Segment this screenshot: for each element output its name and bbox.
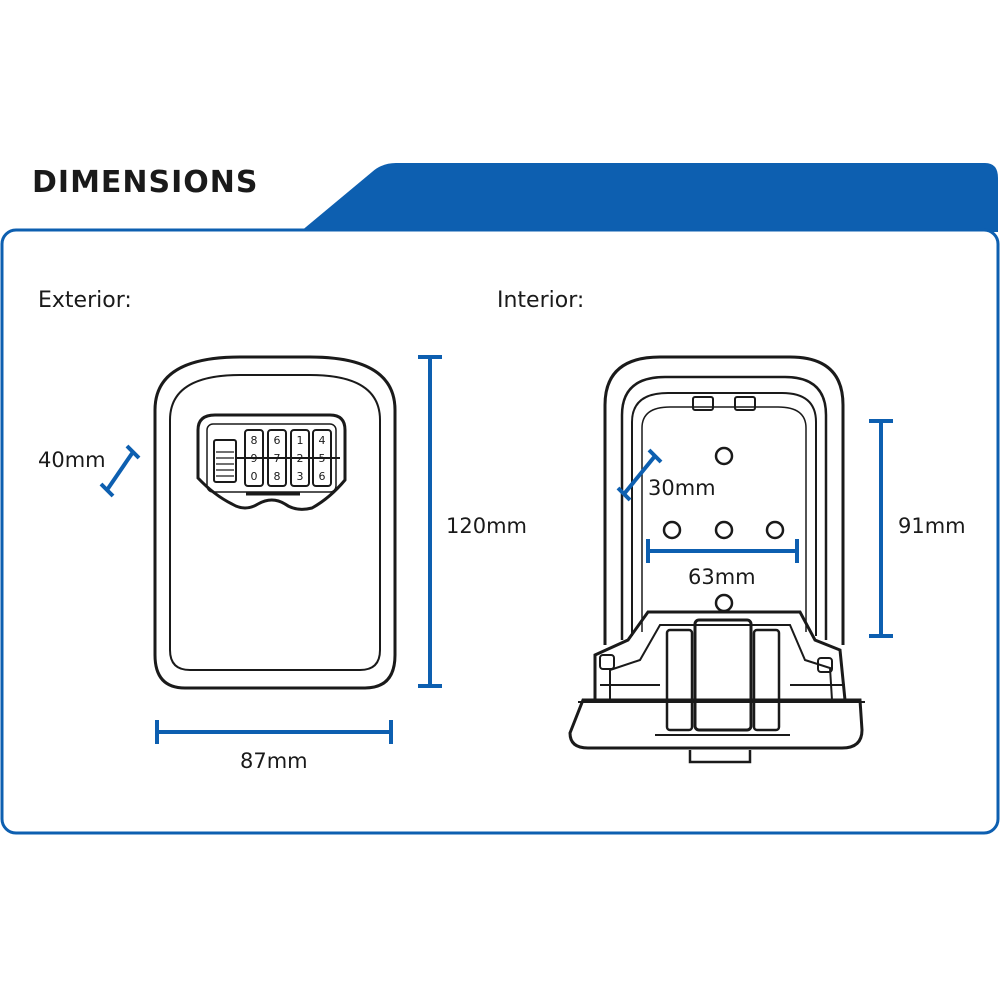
release-slider	[213, 439, 237, 483]
dial-digit: 7	[274, 452, 281, 465]
dial-digit: 0	[251, 470, 258, 483]
door-hinge-right	[734, 396, 756, 411]
interior-lockbox	[568, 355, 865, 764]
interior-depth-dimension-line	[622, 454, 657, 496]
exterior-depth-label: 40mm	[38, 448, 106, 472]
dial-wheel-2	[267, 429, 287, 487]
release-slider-ridges	[216, 451, 234, 477]
dial-digit: 3	[297, 470, 304, 483]
dial-digit: 4	[319, 434, 326, 447]
dial-digit: 8	[251, 434, 258, 447]
exterior-dimension-lines	[99, 355, 442, 744]
key-hook	[714, 446, 734, 466]
base-housing	[568, 698, 864, 750]
interior-depth-label: 30mm	[648, 476, 716, 500]
header-tab	[300, 163, 998, 232]
exterior-label: Exterior:	[38, 288, 132, 313]
interior-dimension-lines	[616, 419, 893, 638]
door-outer-frame	[603, 355, 845, 645]
depth-dimension-line	[105, 450, 135, 492]
dial-digit: 5	[319, 452, 326, 465]
exterior-height-label: 120mm	[446, 514, 527, 538]
dial-digit: 1	[297, 434, 304, 447]
key-hook	[714, 520, 734, 540]
door-hinge-left	[692, 396, 714, 411]
dial-wheel-1	[244, 429, 264, 487]
content-frame	[0, 228, 1000, 835]
exterior-lockbox	[153, 355, 397, 690]
interior-label: Interior:	[497, 288, 585, 313]
page-title: DIMENSIONS	[32, 165, 259, 200]
dial-digit: 2	[297, 452, 304, 465]
interior-width-label: 63mm	[688, 565, 756, 589]
dial-wheel-4	[312, 429, 332, 487]
dial-digit: 8	[274, 470, 281, 483]
release-button	[693, 618, 753, 732]
interior-height-label: 91mm	[898, 514, 966, 538]
dial-digit: 9	[251, 452, 258, 465]
dial-digits: 8 9 0 6 7 8 1 2 3 4 5 6	[251, 434, 326, 483]
dial-digit: 6	[319, 470, 326, 483]
base-upper-body	[593, 610, 847, 701]
key-hook	[765, 520, 785, 540]
dial-digit: 6	[274, 434, 281, 447]
lockbox-outer-body	[153, 355, 397, 690]
dial-wheel-3	[290, 429, 310, 487]
lockbox-inner-body	[169, 374, 381, 671]
exterior-width-label: 87mm	[240, 749, 308, 773]
dial-window	[196, 413, 347, 511]
key-hook	[662, 520, 682, 540]
